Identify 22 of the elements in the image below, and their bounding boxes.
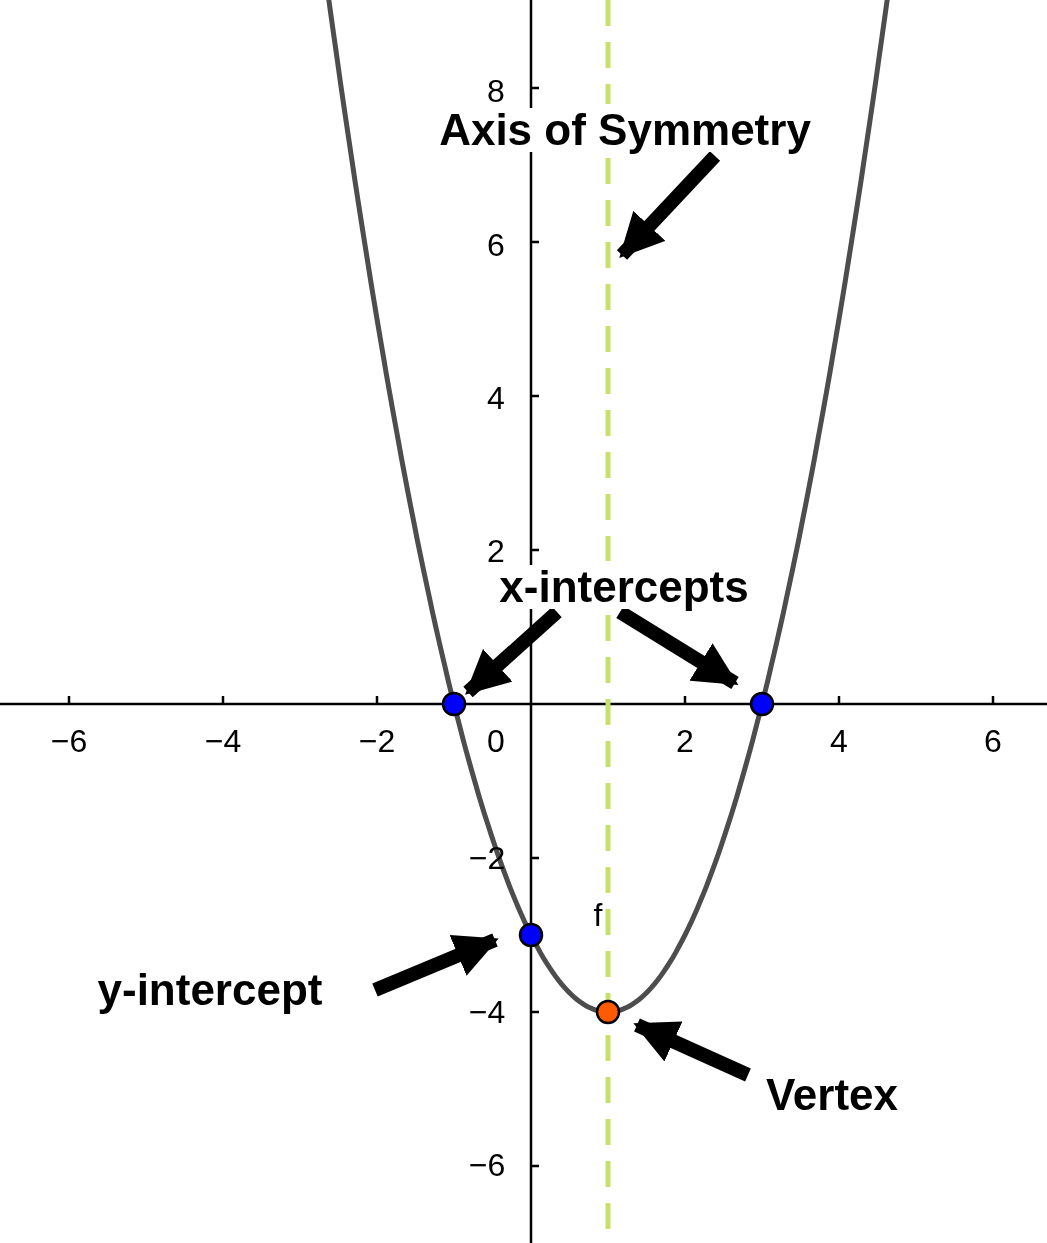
tick-label: −6 bbox=[50, 725, 88, 757]
arrow bbox=[616, 151, 721, 260]
tick-label: 6 bbox=[487, 229, 505, 261]
tick-label: 0 bbox=[487, 725, 505, 757]
point-marker bbox=[595, 999, 621, 1025]
point-marker bbox=[749, 691, 775, 717]
tick-label: 8 bbox=[487, 75, 505, 107]
point-marker bbox=[441, 691, 467, 717]
arrow bbox=[372, 933, 499, 997]
function-label: f bbox=[593, 899, 603, 931]
tick-label: 4 bbox=[487, 382, 505, 414]
tick-label: 6 bbox=[984, 725, 1002, 757]
tick-label: −4 bbox=[468, 996, 506, 1028]
callout-text: Axis of Symmetry bbox=[437, 108, 813, 152]
arrow bbox=[633, 1018, 751, 1082]
tick-label: −4 bbox=[204, 725, 242, 757]
tick-label: −2 bbox=[358, 725, 396, 757]
tick-label: 2 bbox=[487, 535, 505, 567]
tick-label: 2 bbox=[676, 725, 694, 757]
tick-label: 4 bbox=[830, 725, 848, 757]
tick-label: −6 bbox=[468, 1149, 506, 1181]
point-marker bbox=[518, 922, 544, 948]
